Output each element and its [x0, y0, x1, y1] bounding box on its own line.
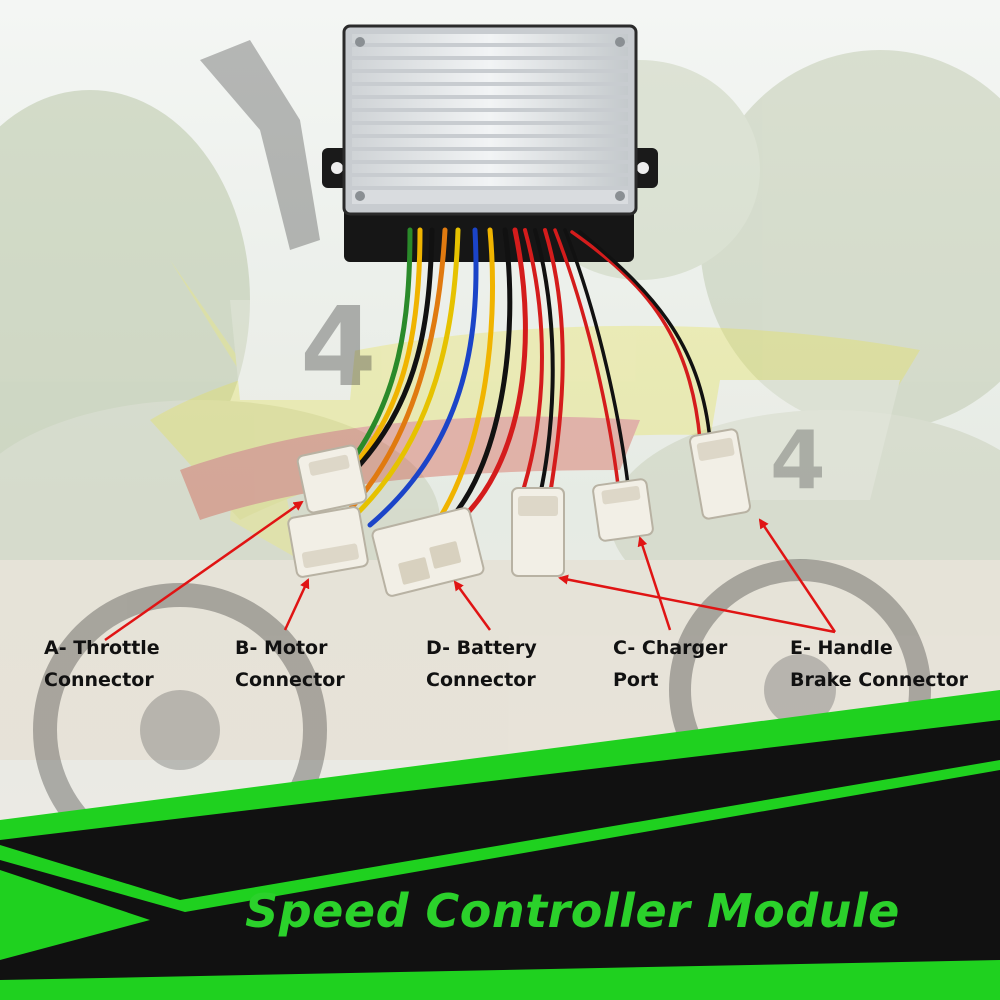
screw-icon — [355, 191, 365, 201]
motor-connector — [287, 506, 369, 578]
wire-harness — [337, 227, 712, 528]
label-throttle-connector: A- Throttle Connector — [44, 637, 160, 691]
callout-arrows — [104, 500, 837, 642]
banner-black-band — [0, 720, 1000, 1000]
arrow-motor — [283, 578, 310, 631]
battery-connector — [371, 507, 485, 597]
label-battery-connector: D- Battery Connector — [426, 637, 537, 691]
footer-banner — [0, 690, 1000, 1000]
speed-controller-box — [322, 24, 658, 262]
arrow-charger — [637, 536, 672, 631]
handle-brake-connector — [689, 428, 751, 520]
arrow-battery — [453, 580, 492, 631]
arrow-brake — [758, 518, 837, 633]
background-race-number-rear: 4 — [770, 414, 826, 507]
screw-icon — [615, 191, 625, 201]
label-charger-port: C- Charger Port — [613, 637, 728, 691]
banner-green-wedge — [0, 870, 150, 960]
screw-icon — [615, 37, 625, 47]
throttle-connector — [296, 444, 368, 514]
label-motor-connector: B- Motor Connector — [235, 637, 345, 691]
banner-green-bottom — [0, 960, 1000, 1000]
charger-port-connector — [511, 487, 565, 577]
heatsink-fins — [352, 34, 628, 204]
screw-icon — [355, 37, 365, 47]
footer-title: Speed Controller Module — [245, 884, 900, 938]
label-handle-brake-connector: E- Handle Brake Connector — [790, 637, 969, 691]
arrow-throttle — [104, 500, 304, 642]
arrow-brake-to-port — [558, 574, 836, 634]
background-race-number: 4 — [300, 283, 377, 411]
charger-port-plug — [592, 478, 654, 542]
